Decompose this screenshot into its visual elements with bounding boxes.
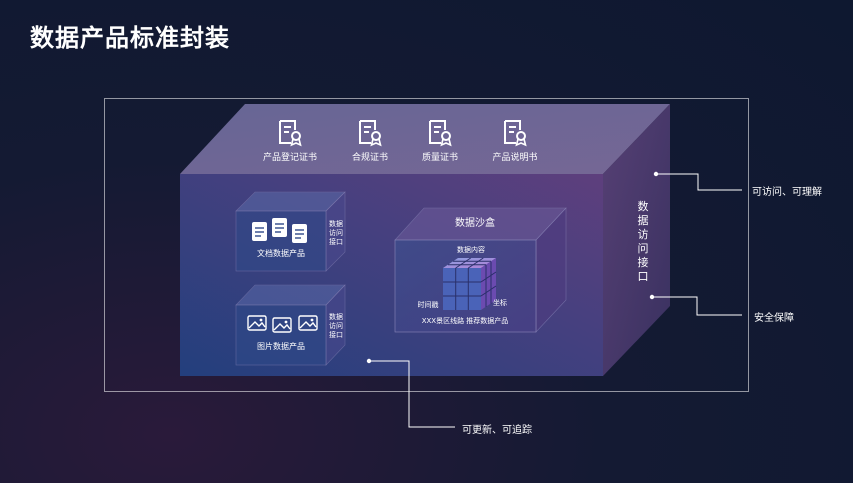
certificate-icon <box>359 120 382 147</box>
cert-label: 合规证书 <box>351 153 388 163</box>
cert-manual: 产品说明书 <box>485 119 545 163</box>
image-icons <box>247 315 318 333</box>
cert-quality: 质量证书 <box>410 119 470 163</box>
callout-traceable: 可更新、可追踪 <box>462 425 532 436</box>
cert-label: 产品登记证书 <box>262 153 317 163</box>
data-cube-icon <box>443 257 497 310</box>
certificate-icon <box>429 120 452 147</box>
cert-compliance: 合规证书 <box>340 119 400 163</box>
cert-registration: 产品登记证书 <box>260 119 320 163</box>
callout-lines <box>369 173 742 428</box>
doc-product-box <box>235 191 346 272</box>
image-interface-label: 数据访问接口 <box>329 313 343 339</box>
sandbox-title: 数据沙盒 <box>455 218 495 229</box>
callout-dots <box>366 171 659 364</box>
side-interface-label: 数据访问接口 <box>637 200 649 283</box>
sandbox-content-label: 数据内容 <box>457 246 485 254</box>
certificate-icon <box>279 120 302 147</box>
callout-security: 安全保障 <box>754 313 794 324</box>
image-product-label: 图片数据产品 <box>257 342 305 351</box>
package-side-face <box>603 104 670 376</box>
doc-product-label: 文档数据产品 <box>257 249 305 258</box>
package-top-face <box>180 104 670 174</box>
image-product-box <box>235 284 346 366</box>
doc-interface-label: 数据访问接口 <box>329 220 343 246</box>
page-title: 数据产品标准封装 <box>30 24 230 52</box>
cert-label: 质量证书 <box>421 153 458 163</box>
sandbox-time-label: 时间戳 <box>417 301 439 309</box>
sandbox-product-label: XXX景区线路 推荐数据产品 <box>421 317 509 325</box>
sandbox-coord-label: 坐标 <box>493 299 507 307</box>
document-icons <box>252 218 307 243</box>
cert-label: 产品说明书 <box>492 153 538 163</box>
callout-accessible: 可访问、可理解 <box>752 187 822 198</box>
certificate-icon <box>504 120 527 147</box>
diagram-frame <box>104 98 749 392</box>
